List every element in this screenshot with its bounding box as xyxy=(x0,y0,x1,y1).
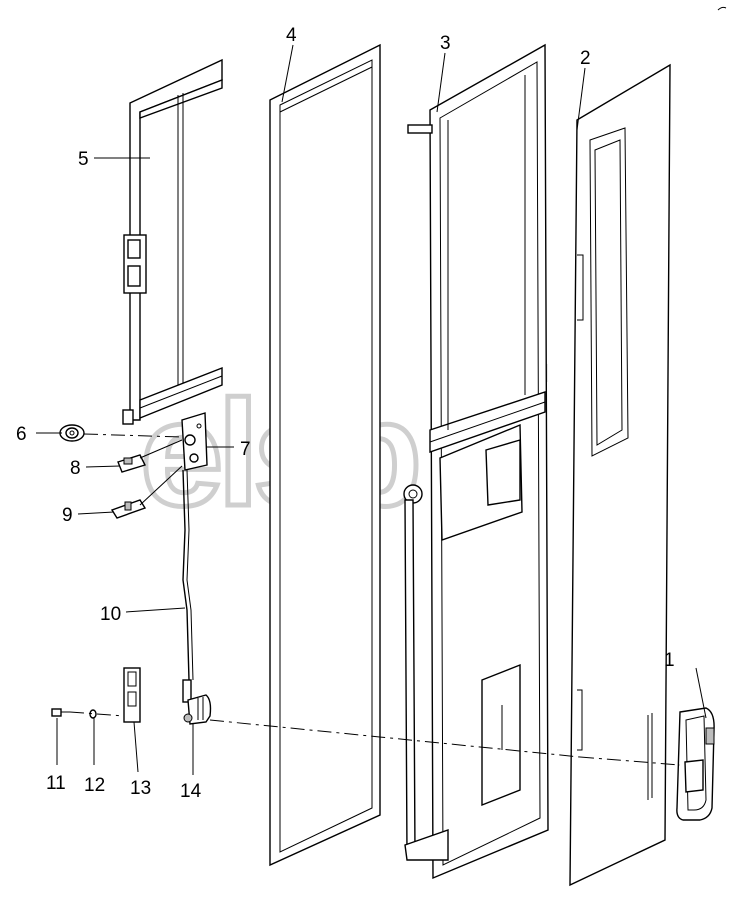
label-8: 8 xyxy=(70,458,81,479)
part-11-screw xyxy=(51,708,70,717)
label-11: 11 xyxy=(46,773,66,794)
part-14-latch xyxy=(182,679,212,725)
label-5: 5 xyxy=(78,149,89,170)
part-4-glass-panel xyxy=(269,43,381,867)
part-9-clip xyxy=(110,499,147,519)
label-1: 1 xyxy=(664,650,675,671)
label-6: 6 xyxy=(16,424,27,445)
assembly-lines xyxy=(69,433,681,766)
label-4: 4 xyxy=(286,25,297,46)
part-13-hinge xyxy=(123,667,141,723)
part-3-door-frame xyxy=(403,43,549,880)
label-12: 12 xyxy=(84,775,105,796)
part-8-clip xyxy=(117,454,146,473)
part-5-window-frame xyxy=(122,58,223,425)
part-labels: 1 2 3 4 5 6 7 8 9 10 11 12 13 14 xyxy=(16,25,675,802)
part-2-door-skin xyxy=(569,63,671,887)
corner-mark xyxy=(717,6,727,11)
label-13: 13 xyxy=(130,778,151,799)
part-10-rod xyxy=(182,469,194,681)
leader-lines xyxy=(36,44,707,775)
part-7-lock xyxy=(181,412,208,471)
label-3: 3 xyxy=(440,33,451,54)
label-9: 9 xyxy=(62,505,73,526)
part-12-washer xyxy=(89,709,97,719)
label-7: 7 xyxy=(240,439,251,460)
part-1-handle xyxy=(676,707,715,821)
label-10: 10 xyxy=(100,604,121,625)
part-6-cylinder xyxy=(59,424,85,442)
label-2: 2 xyxy=(580,48,591,69)
label-14: 14 xyxy=(180,781,202,802)
